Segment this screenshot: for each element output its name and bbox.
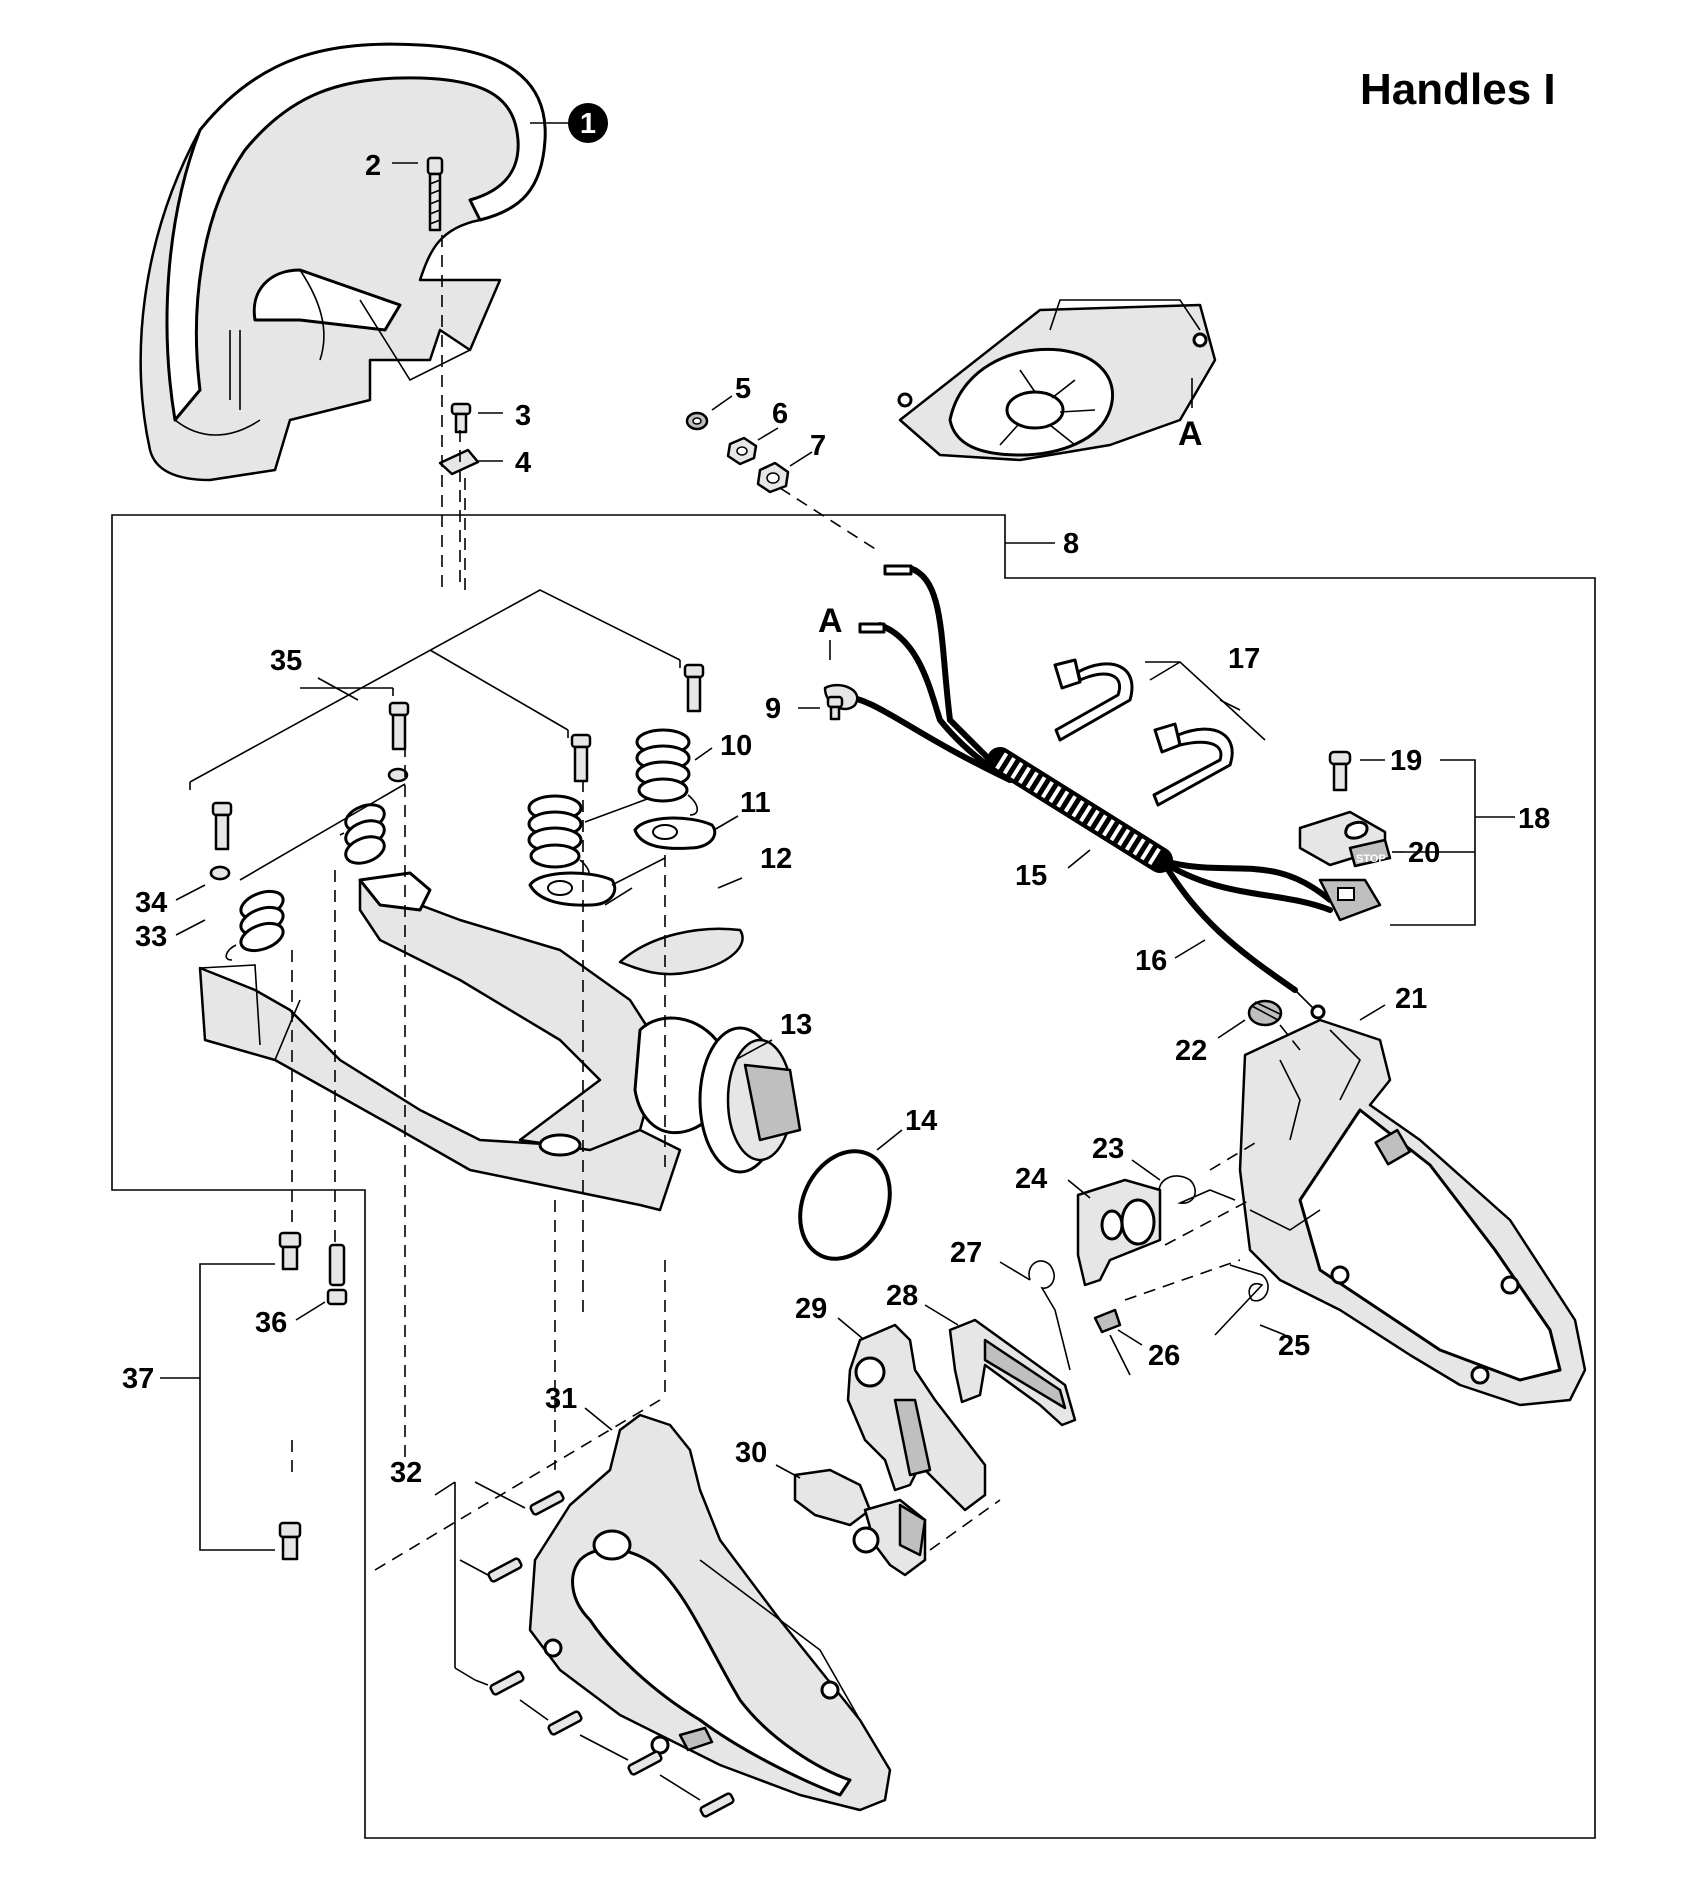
callout-34: 34 xyxy=(135,887,167,919)
clip-26 xyxy=(1093,1308,1122,1334)
callout-11: 11 xyxy=(740,787,771,819)
clip-12 xyxy=(618,927,744,976)
washer-11 xyxy=(633,816,717,850)
callout-4: 4 xyxy=(515,447,531,479)
callout-25: 25 xyxy=(1278,1330,1310,1362)
latch-30 xyxy=(793,1468,927,1577)
callout-23: 23 xyxy=(1092,1133,1124,1165)
screw-3 xyxy=(450,402,472,434)
bracket-24 xyxy=(1076,1178,1162,1287)
assembly-8-outline xyxy=(111,514,1596,1839)
cable-ties-17 xyxy=(1053,658,1234,807)
callout-10: 10 xyxy=(720,730,752,762)
callout-7: 7 xyxy=(810,430,826,462)
spring-10b xyxy=(527,794,591,881)
callout-15: 15 xyxy=(1015,860,1047,892)
screws-32 xyxy=(434,1481,735,1818)
washer-34 xyxy=(209,865,231,881)
callout-36: 36 xyxy=(255,1307,287,1339)
handle-housing-31 xyxy=(528,1413,892,1812)
spring-23 xyxy=(1158,1175,1236,1204)
callout-6: 6 xyxy=(772,398,788,430)
callout-17: 17 xyxy=(1228,643,1260,675)
spring-25 xyxy=(1214,1264,1269,1336)
lockout-28 xyxy=(948,1318,1077,1427)
front-handle xyxy=(139,42,547,482)
nut-7 xyxy=(756,461,790,494)
washer-5 xyxy=(685,411,709,431)
screw-2 xyxy=(426,156,444,232)
washer-11b xyxy=(528,871,617,907)
rear-handle-base-13 xyxy=(198,871,802,1212)
o-ring-14 xyxy=(798,1149,892,1261)
reference-a-lower: A xyxy=(818,602,843,640)
callout-20: 20 xyxy=(1408,837,1440,869)
trigger-29 xyxy=(846,1323,987,1512)
callout-16: 16 xyxy=(1135,945,1167,977)
callout-22: 22 xyxy=(1175,1035,1207,1067)
callout-37: 37 xyxy=(122,1363,154,1395)
callout-33: 33 xyxy=(135,921,167,953)
screw-37a xyxy=(278,1231,302,1271)
callout-27: 27 xyxy=(950,1237,982,1269)
screw-37b xyxy=(278,1521,302,1561)
reference-a-upper: A xyxy=(1178,415,1203,453)
callout-3: 3 xyxy=(515,400,531,432)
screw-9 xyxy=(826,695,844,721)
callout-13: 13 xyxy=(780,1009,812,1041)
handle-housing-21 xyxy=(1238,1018,1587,1407)
callout-1: 1 xyxy=(580,108,596,140)
callout-12: 12 xyxy=(760,843,792,875)
nut-6 xyxy=(726,436,758,466)
callout-8: 8 xyxy=(1063,528,1079,560)
callout-35: 35 xyxy=(270,645,302,677)
engine-bracket-a xyxy=(897,299,1217,462)
callout-5: 5 xyxy=(735,373,751,405)
callout-31: 31 xyxy=(545,1383,577,1415)
stop-decal-text: STOP xyxy=(1356,853,1386,865)
callout-2: 2 xyxy=(365,150,381,182)
callout-21: 21 xyxy=(1395,983,1427,1015)
screw-36 xyxy=(326,1243,348,1306)
callout-19: 19 xyxy=(1390,745,1422,777)
stop-plate-20: STOP xyxy=(1298,810,1392,868)
diagram-title: Handles I xyxy=(1360,65,1556,114)
spring-33b xyxy=(225,889,285,961)
screw-19 xyxy=(1328,750,1352,792)
plate-4 xyxy=(438,448,480,476)
callout-30: 30 xyxy=(735,1437,767,1469)
callout-26: 26 xyxy=(1148,1340,1180,1372)
callout-18: 18 xyxy=(1518,803,1550,835)
cap-22 xyxy=(1247,999,1283,1027)
callout-28: 28 xyxy=(886,1280,918,1312)
spring-10 xyxy=(635,728,699,816)
callout-32: 32 xyxy=(390,1457,422,1489)
callout-14: 14 xyxy=(905,1105,937,1137)
callout-1-circle xyxy=(568,103,608,143)
callout-29: 29 xyxy=(795,1293,827,1325)
bolt-group-35 xyxy=(189,589,705,881)
spring-27 xyxy=(1028,1260,1071,1371)
spring-33 xyxy=(344,803,386,865)
callout-24: 24 xyxy=(1015,1163,1047,1195)
callout-9: 9 xyxy=(765,693,781,725)
cable-harness-15 xyxy=(823,564,1382,1020)
